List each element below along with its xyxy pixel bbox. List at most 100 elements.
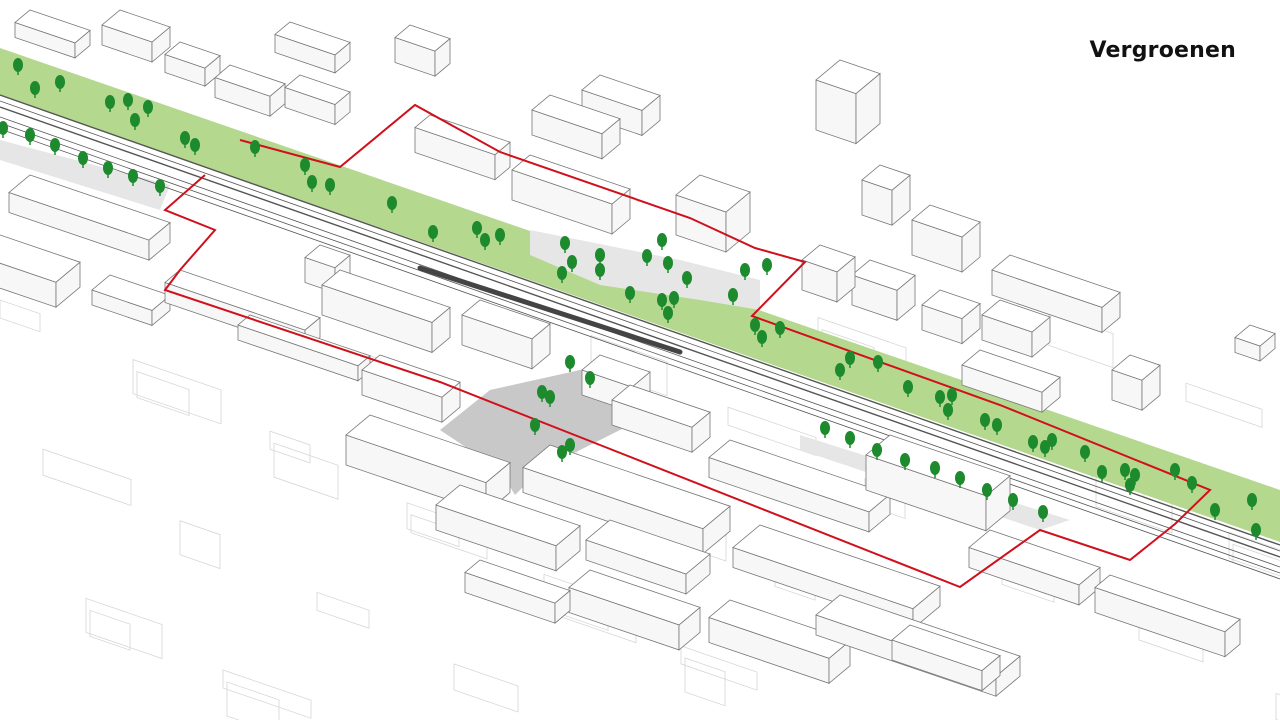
tree-icon [1125,478,1135,495]
tree-icon [537,385,547,402]
ground-parcel [222,669,312,719]
building-face [1111,354,1161,381]
building-face [237,314,371,367]
tree-icon [657,293,667,310]
tree-icon [982,483,992,500]
tree-crown [750,318,760,332]
tree-icon [750,318,760,335]
building [464,559,571,624]
tree-icon [1047,433,1057,450]
building [361,354,461,424]
tree-crown [980,413,990,427]
tree-icon [560,236,570,253]
tree-crown [845,351,855,365]
tree-icon [845,351,855,368]
building-face [585,519,711,575]
building-face [435,484,581,547]
ground-parcel [269,430,311,464]
tree-icon [775,321,785,338]
tree-crown [900,453,910,467]
building-face [164,269,321,331]
tree-icon [103,161,113,178]
ground-parcel [132,359,222,425]
ground-parcel [680,645,758,691]
tree-icon [1040,440,1050,457]
tree-crown [155,179,165,193]
building [14,9,91,59]
building-face [708,599,851,659]
tree-crown [935,390,945,404]
tree-crown [495,228,505,242]
rail-track [0,128,1280,580]
tree-crown [128,169,138,183]
tree-icon [1210,503,1220,520]
north-parking [530,230,760,310]
tree-icon [130,113,140,130]
tree-icon [557,266,567,283]
tree-icon [128,169,138,186]
tree-crown [472,221,482,235]
tree-icon [530,418,540,435]
tree-crown [250,140,260,154]
tree-icon [669,291,679,308]
building [581,74,661,137]
tree-crown [595,263,605,277]
ground-parcel [0,299,41,333]
building [1111,354,1161,412]
building-face [991,254,1121,308]
tree-icon [0,121,8,138]
building [611,384,711,454]
building [414,114,511,181]
tree-crown [1040,440,1050,454]
tree-icon [325,178,335,195]
tree-icon [642,249,652,266]
building-face [522,444,731,530]
building-face [464,559,571,604]
tree-icon [663,256,673,273]
building [394,24,451,77]
tree-crown [1080,445,1090,459]
tree-crown [560,236,570,250]
tree-crown [903,380,913,394]
tree-icon [585,371,595,388]
building-face [801,244,856,273]
building [321,269,451,354]
tree-crown [143,100,153,114]
platform-roof [417,265,683,355]
building-face [394,24,451,52]
tree-icon [762,258,772,275]
tree-crown [300,158,310,172]
building-face [911,204,981,238]
tree-crown [775,321,785,335]
tree-icon [1130,468,1140,485]
tree-icon [757,330,767,347]
ground-parcel [226,681,280,720]
building-face [968,529,1101,586]
tree-icon [845,431,855,448]
ground-parcel [1185,382,1263,428]
rail-track [0,122,1280,574]
tree-icon [428,225,438,242]
tree-crown [657,233,667,247]
tree-icon [55,75,65,92]
tree-crown [1038,505,1048,519]
building [1234,324,1276,362]
rail-track [0,94,1280,546]
building-face [91,274,171,311]
tree-icon [155,179,165,196]
building-face [304,244,351,269]
tree-icon [495,228,505,245]
tree-icon [557,445,567,462]
tree-crown [1028,435,1038,449]
tree-icon [105,95,115,112]
tree-crown [557,266,567,280]
ground-parcel [316,591,370,629]
tree-crown [682,271,692,285]
building [0,234,81,309]
tree-crown [55,75,65,89]
building-face [164,41,221,69]
tree-icon [480,233,490,250]
tree-icon [1080,445,1090,462]
tree-crown [190,138,200,152]
building [585,519,711,595]
